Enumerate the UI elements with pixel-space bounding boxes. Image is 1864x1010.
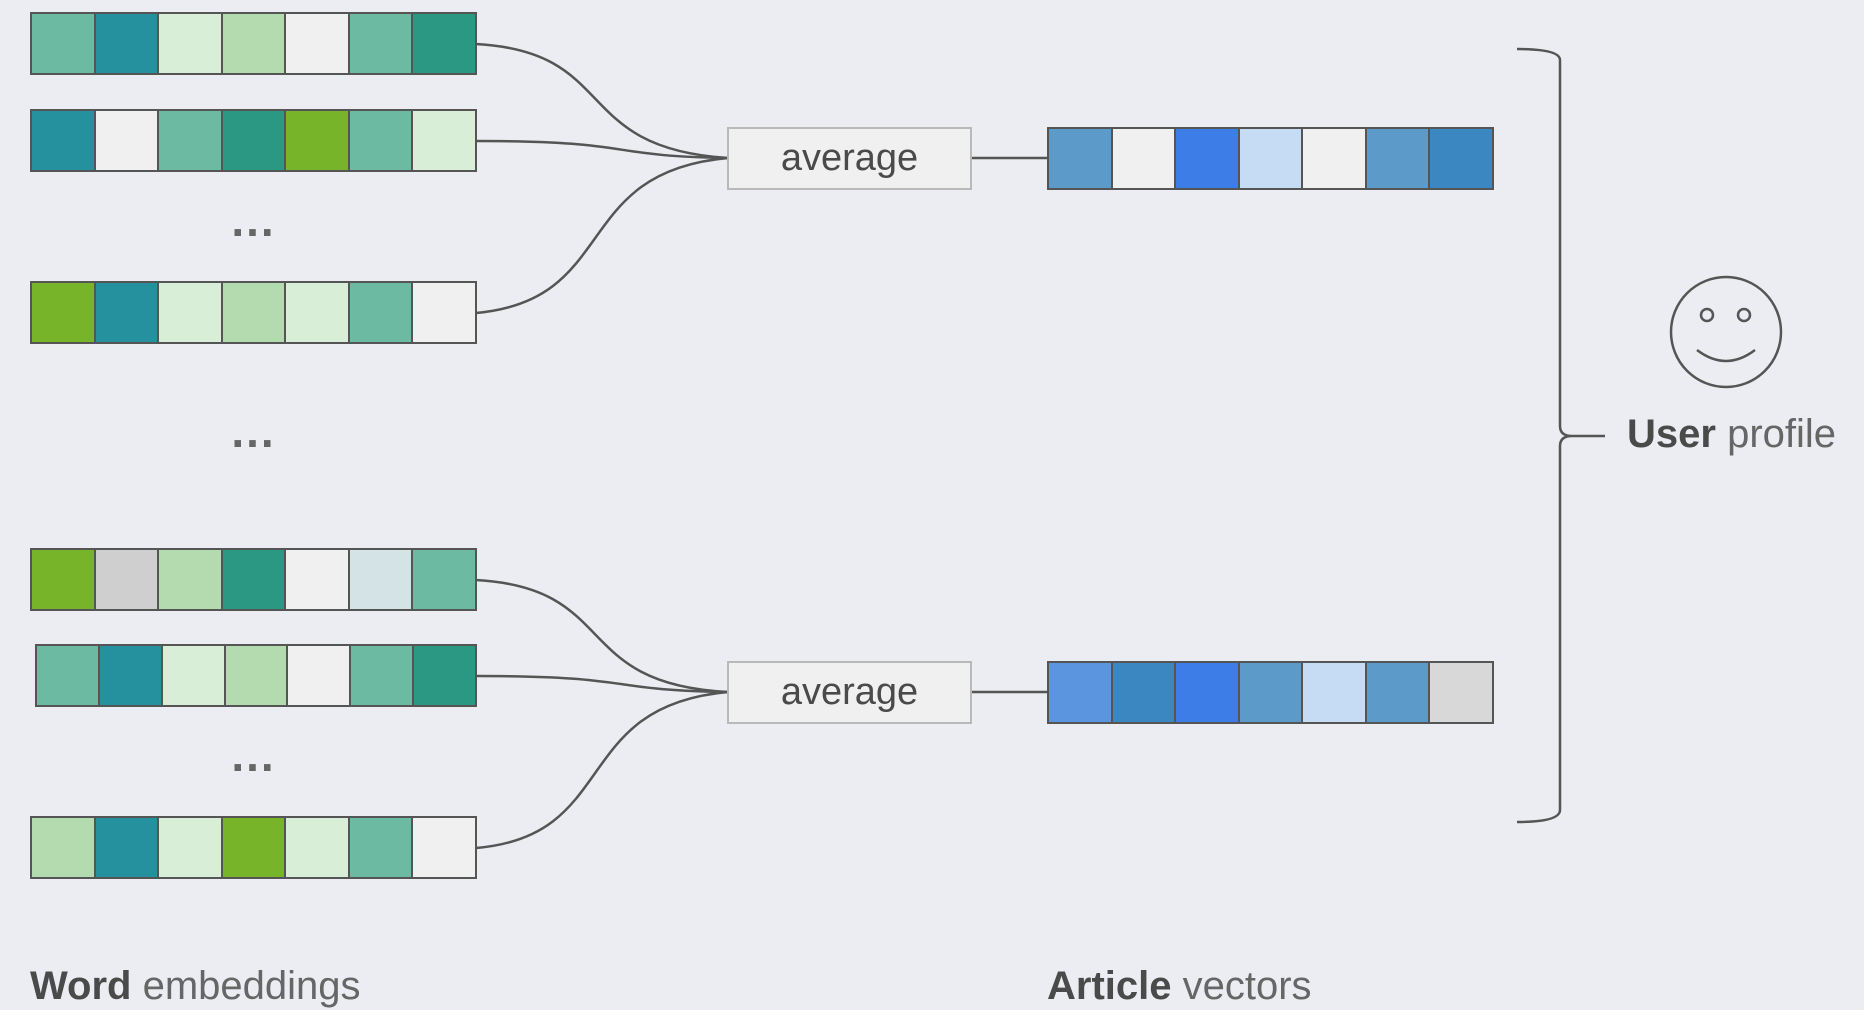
vector-cell [1366,129,1429,188]
word-vector [35,644,477,707]
vector-cell [95,14,158,73]
vector-cell [95,283,158,342]
word-vector [30,12,477,75]
connector-curve [475,578,729,694]
caption-bold: Article [1047,964,1172,1008]
vector-cell [37,646,98,705]
article-vectors-caption: Article vectors [1047,964,1312,1009]
caption-bold: Word [30,964,132,1008]
vector-cell [222,111,285,170]
vector-cell [1366,663,1429,722]
vector-cell [413,550,476,609]
vector-cell [1112,129,1175,188]
profile-bold: User [1627,412,1716,456]
vector-cell [159,818,221,877]
word-embeddings-caption: Word embeddings [30,964,361,1009]
vector-cell [222,283,285,342]
average-box: average [727,127,972,190]
vector-cell [32,111,94,170]
vector-cell [349,111,412,170]
profile-rest: profile [1715,412,1837,456]
vector-cell [1303,129,1365,188]
vector-cell [1430,663,1493,722]
vector-cell [222,14,285,73]
word-vector [30,548,477,611]
vector-cell [159,550,221,609]
ellipsis: ... [231,405,276,457]
connector-curve [475,674,729,694]
connector-curve [475,42,729,160]
article-vector [1047,661,1494,724]
vector-cell [286,550,348,609]
word-vector [30,816,477,879]
vector-cell [95,550,158,609]
vector-cell [349,14,412,73]
vector-cell [99,646,161,705]
grouping-bracket [1516,47,1573,824]
vector-cell [159,283,221,342]
vector-cell [32,14,94,73]
caption-rest: vectors [1171,964,1312,1008]
smiley-face-icon [1669,275,1783,389]
vector-cell [286,818,348,877]
vector-cell [225,646,287,705]
vector-cell [1239,129,1302,188]
vector-cell [349,550,412,609]
user-profile-label: User profile [1627,412,1836,457]
vector-cell [288,646,350,705]
connector-curve [475,690,729,850]
vector-cell [413,14,476,73]
vector-cell [1049,663,1111,722]
vector-cell [95,111,158,170]
vector-cell [222,818,285,877]
vector-cell [162,646,224,705]
vector-cell [286,111,348,170]
connector-curve [475,139,729,160]
vector-cell [1239,663,1302,722]
vector-cell [286,14,348,73]
vector-cell [95,818,158,877]
vector-cell [349,283,412,342]
vector-cell [414,646,476,705]
vector-cell [159,14,221,73]
vector-cell [1176,129,1238,188]
ellipsis: ... [231,194,276,246]
vector-cell [1303,663,1365,722]
vector-cell [32,283,94,342]
vector-cell [413,283,476,342]
vector-cell [1176,663,1238,722]
vector-cell [1049,129,1111,188]
vector-cell [222,550,285,609]
vector-cell [286,283,348,342]
average-box: average [727,661,972,724]
word-vector [30,281,477,344]
vector-cell [1430,129,1493,188]
vector-cell [349,818,412,877]
connector-curve [475,156,729,315]
vector-cell [32,550,94,609]
vector-cell [413,111,476,170]
caption-rest: embeddings [131,964,361,1008]
vector-cell [413,818,476,877]
word-vector [30,109,477,172]
vector-cell [351,646,413,705]
vector-cell [1112,663,1175,722]
vector-cell [32,818,94,877]
article-vector [1047,127,1494,190]
ellipsis: ... [231,729,276,781]
vector-cell [159,111,221,170]
